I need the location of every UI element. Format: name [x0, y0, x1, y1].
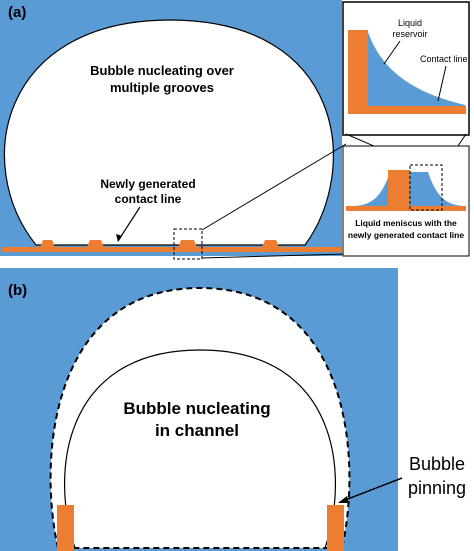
- inset-top-reservoir-arrow: [383, 40, 401, 65]
- panel-a-bubble-title-line1: Bubble nucleating over: [90, 63, 234, 78]
- panel-b-bubble-title-line2: in channel: [155, 421, 239, 440]
- bubble-pinning-label-line1: Bubble: [409, 454, 465, 474]
- panel-a-label: (a): [8, 4, 26, 21]
- bubble-pinning-arrowhead: [338, 496, 349, 503]
- panel-b-left-wall: [57, 505, 74, 551]
- inset-bottom-caption-line2: newly generated contact line: [348, 230, 464, 240]
- panel-b: (b) Bubble nucleating in channel: [0, 268, 398, 551]
- inset-bottom-pillar: [388, 170, 410, 208]
- panel-a-contact-line-arrow: [117, 206, 141, 242]
- panel-a-contact-line-label-line2: contact line: [115, 192, 182, 206]
- panel-b-bubble-outline-solid: [63, 349, 337, 549]
- panel-a-contact-line-label-line1: Newly generated: [100, 177, 195, 191]
- panel-b-right-wall: [327, 505, 344, 551]
- bubble-pinning-label-line2: pinning: [408, 478, 466, 498]
- panel-b-bubble-title-line1: Bubble nucleating: [123, 399, 270, 418]
- inset-top-contact-line-arrow: [437, 65, 447, 102]
- inset-bottom-detail-box: [409, 164, 443, 211]
- inset-top-floor: [348, 106, 466, 114]
- inset-bottom: Liquid meniscus with the newly generated…: [342, 145, 470, 257]
- zoom-connector-bottom: [201, 253, 347, 259]
- panel-a-contact-line-arrowhead: [116, 234, 122, 242]
- inset-top-reservoir-label-line2: reservoir: [392, 29, 427, 39]
- bubble-pinning-arrow: [339, 477, 403, 503]
- inset-top: Liquid reservoir Contact line: [342, 1, 470, 136]
- inset-top-reservoir-label-line1: Liquid: [398, 18, 422, 28]
- inset-bottom-caption-line1: Liquid meniscus with the: [355, 218, 457, 228]
- inset-top-contact-line-label: Contact line: [420, 54, 468, 64]
- inset-top-wall: [348, 30, 368, 114]
- zoom-connector-top: [201, 143, 347, 231]
- inset-bottom-floor: [346, 206, 466, 211]
- inset-top-liquid-reservoir: [368, 32, 465, 112]
- panel-b-bubble-outline-dashed: [49, 286, 351, 549]
- panel-a: (a) Bubble nucleating over multiple groo…: [0, 0, 342, 260]
- panel-a-bubble: [3, 19, 334, 246]
- panel-a-bubble-title-line2: multiple grooves: [110, 80, 214, 95]
- panel-b-label: (b): [8, 282, 27, 299]
- panel-a-zoom-box: [173, 228, 203, 260]
- panel-a-substrate: [2, 240, 342, 252]
